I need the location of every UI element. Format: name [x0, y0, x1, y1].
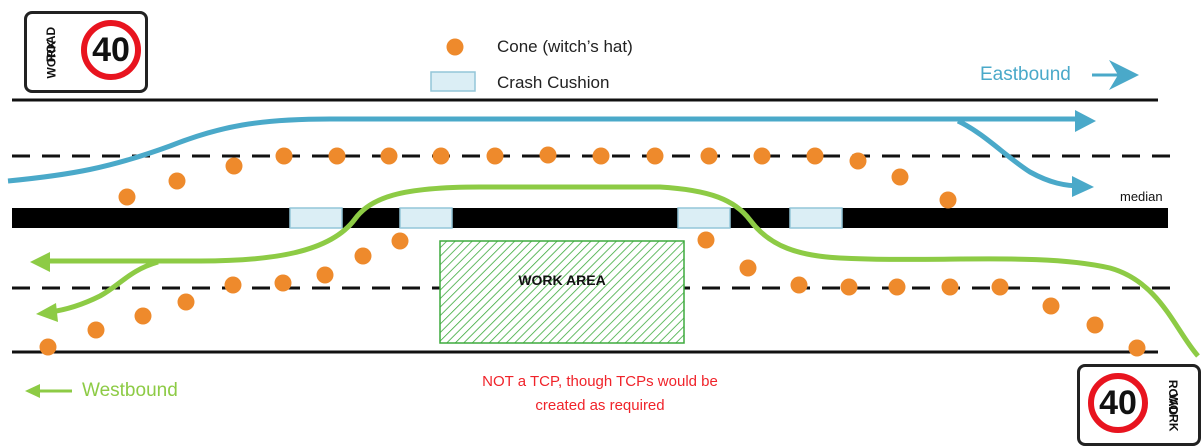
westbound-path-main	[45, 184, 1200, 358]
westbound-arrowhead-exit	[36, 303, 58, 322]
speed-limit-roundel: 40	[81, 20, 141, 80]
work-area-label: WORK AREA	[518, 272, 606, 288]
cone-icon	[539, 146, 557, 164]
cone-icon	[432, 147, 450, 165]
eastbound-path-exit	[956, 118, 1083, 189]
cone-icon	[1086, 316, 1104, 334]
eastbound-path-main	[7, 116, 1080, 184]
legend-cushion-label: Crash Cushion	[497, 73, 610, 92]
cone-icon	[891, 168, 909, 186]
work-area	[439, 240, 685, 344]
westbound-arrow-icon	[25, 384, 40, 398]
eastbound-arrowhead-exit	[1072, 176, 1094, 197]
crash-cushion	[289, 207, 343, 229]
cone-icon	[1128, 339, 1146, 357]
cone-icon	[790, 276, 808, 294]
eastbound-arrowhead-main	[1075, 110, 1096, 132]
cone-icon	[646, 147, 664, 165]
westbound-arrowhead-main	[30, 252, 50, 272]
cone-icon	[1042, 297, 1060, 315]
cone-icon	[118, 188, 136, 206]
road-work-sign-right: 40 ROAD WORK	[1077, 364, 1201, 446]
crash-cushion	[789, 207, 843, 229]
cone-icon	[87, 321, 105, 339]
legend-cushion-icon	[430, 71, 476, 92]
legend-cone-label: Cone (witch’s hat)	[497, 37, 633, 56]
cone-icon	[592, 147, 610, 165]
cone-group	[39, 146, 1146, 357]
cone-icon	[991, 278, 1009, 296]
cone-icon	[177, 293, 195, 311]
tcp-note: NOT a TCP, though TCPs would be created …	[390, 370, 810, 418]
cone-icon	[354, 247, 372, 265]
cone-icon	[888, 278, 906, 296]
cone-icon	[328, 147, 346, 165]
road-work-text: ROAD WORK	[44, 26, 59, 79]
westbound-path-exit	[49, 259, 159, 315]
cone-icon	[939, 191, 957, 209]
road-work-sign-left: ROAD WORK 40	[24, 11, 148, 93]
cone-icon	[224, 276, 242, 294]
median-label: median	[1120, 189, 1163, 204]
westbound-label: Westbound	[82, 380, 178, 401]
cone-icon	[700, 147, 718, 165]
cone-icon	[275, 147, 293, 165]
tcp-note-line-2: created as required	[535, 397, 665, 414]
road-work-text: ROAD WORK	[1166, 379, 1181, 432]
cone-icon	[225, 157, 243, 175]
median-bar	[12, 208, 1168, 228]
cone-icon	[316, 266, 334, 284]
cone-icon	[274, 274, 292, 292]
legend-cone-icon	[446, 38, 464, 56]
crash-cushion	[677, 207, 731, 229]
cone-icon	[391, 232, 409, 250]
cone-icon	[168, 172, 186, 190]
cone-icon	[739, 259, 757, 277]
tcp-note-line-1: NOT a TCP, though TCPs would be	[482, 373, 718, 390]
cone-icon	[849, 152, 867, 170]
cone-icon	[380, 147, 398, 165]
cone-icon	[941, 278, 959, 296]
speed-limit-roundel: 40	[1088, 373, 1148, 433]
cone-icon	[486, 147, 504, 165]
cone-icon	[840, 278, 858, 296]
eastbound-label: Eastbound	[980, 64, 1071, 85]
cone-icon	[134, 307, 152, 325]
cone-icon	[806, 147, 824, 165]
cone-icon	[39, 338, 57, 356]
crash-cushion	[399, 207, 453, 229]
cone-icon	[697, 231, 715, 249]
cone-icon	[753, 147, 771, 165]
